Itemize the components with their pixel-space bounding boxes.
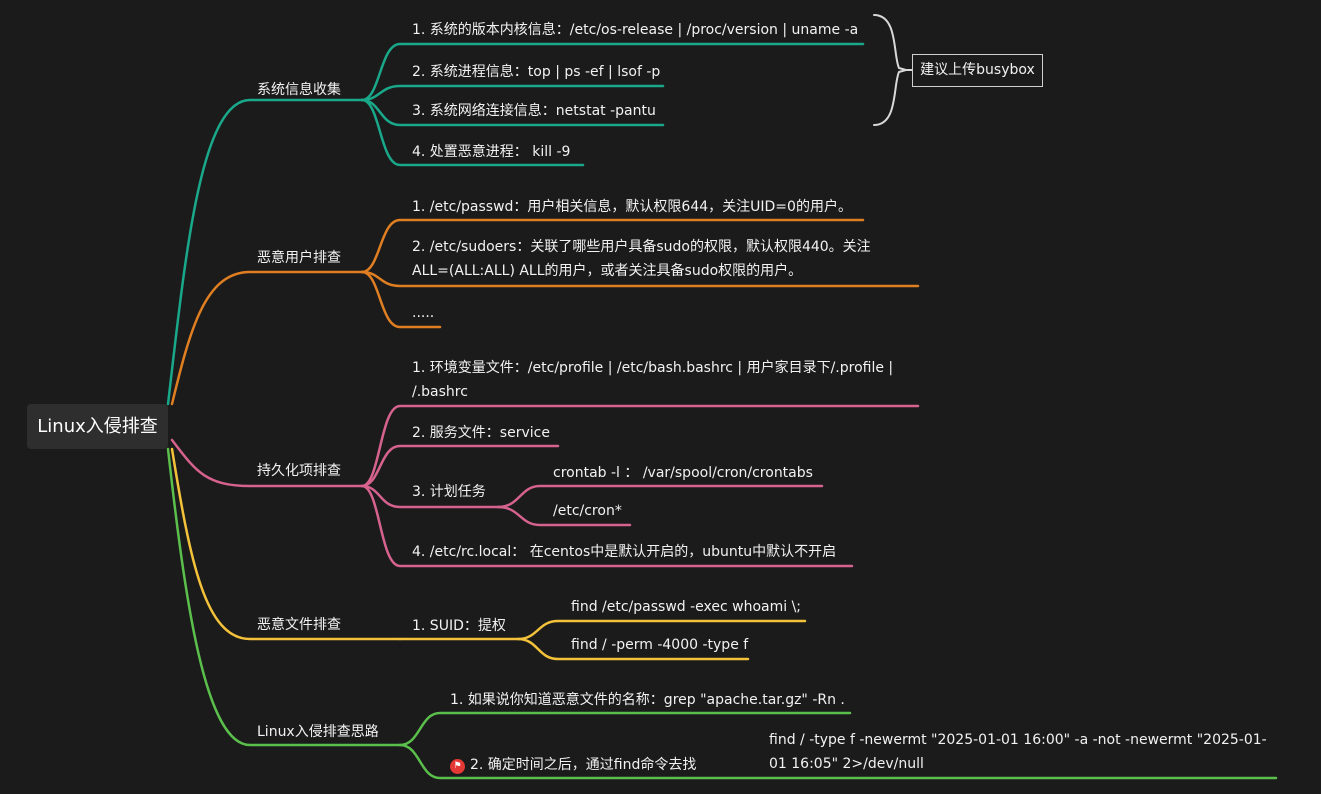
cron-item-1[interactable]: crontab -l ： /var/spool/cron/crontabs	[553, 465, 813, 481]
connector-ideas	[166, 447, 402, 747]
flag-icon: ⚑	[450, 759, 465, 774]
branch-ideas-label[interactable]: Linux入侵排查思路	[257, 724, 379, 740]
find-command[interactable]: find / -type f -newermt "2025-01-01 16:0…	[769, 732, 1267, 772]
cron-item-2[interactable]: /etc/cron*	[553, 503, 622, 519]
sysinfo-item-1[interactable]: 1. 系统的版本内核信息：/etc/os-release | /proc/ver…	[412, 22, 859, 38]
ideas-item-2[interactable]: ⚑ 2. 确定时间之后，通过find命令去找	[450, 753, 696, 777]
persist-item-2[interactable]: 2. 服务文件：service	[412, 425, 550, 441]
users-item-3[interactable]: .....	[412, 305, 435, 321]
users-item-1[interactable]: 1. /etc/passwd：用户相关信息，默认权限644，关注UID=0的用户…	[412, 199, 852, 215]
sysinfo-item-4[interactable]: 4. 处置恶意进程： kill -9	[412, 144, 571, 160]
connector-sysinfo	[166, 98, 364, 406]
summary-brace	[873, 14, 910, 126]
persist-item-4[interactable]: 4. /etc/rc.local： 在centos中是默认开启的，ubuntu中…	[412, 544, 837, 560]
ideas-item-2-label: 2. 确定时间之后，通过find命令去找	[470, 757, 697, 773]
branch-persist-label[interactable]: 持久化项排查	[257, 463, 341, 479]
persist-item-3[interactable]: 3. 计划任务	[412, 484, 486, 500]
suid-item-1[interactable]: find /etc/passwd -exec whoami \;	[571, 599, 802, 615]
connector-users	[170, 270, 364, 406]
suid-item-2[interactable]: find / -perm -4000 -type f	[571, 637, 749, 653]
branch-sysinfo-label[interactable]: 系统信息收集	[257, 82, 341, 98]
persist-item-1[interactable]: 1. 环境变量文件：/etc/profile | /etc/bash.bashr…	[412, 360, 894, 400]
connector-files	[170, 447, 402, 641]
branch-files-label[interactable]: 恶意文件排查	[257, 617, 341, 633]
users-item-2[interactable]: 2. /etc/sudoers：关联了哪些用户具备sudo的权限，默认权限440…	[412, 239, 871, 279]
branch-users-label[interactable]: 恶意用户排查	[257, 250, 341, 266]
root-node[interactable]: Linux入侵排查	[27, 404, 168, 449]
summary-busybox[interactable]: 建议上传busybox	[912, 54, 1043, 87]
files-item-1[interactable]: 1. SUID：提权	[412, 618, 506, 634]
ideas-item-1[interactable]: 1. 如果说你知道恶意文件的名称：grep "apache.tar.gz" -R…	[450, 692, 845, 708]
sysinfo-item-3[interactable]: 3. 系统网络连接信息：netstat -pantu	[412, 103, 656, 119]
connector-persist	[170, 438, 364, 488]
sysinfo-item-2[interactable]: 2. 系统进程信息：top | ps -ef | lsof -p	[412, 64, 661, 80]
